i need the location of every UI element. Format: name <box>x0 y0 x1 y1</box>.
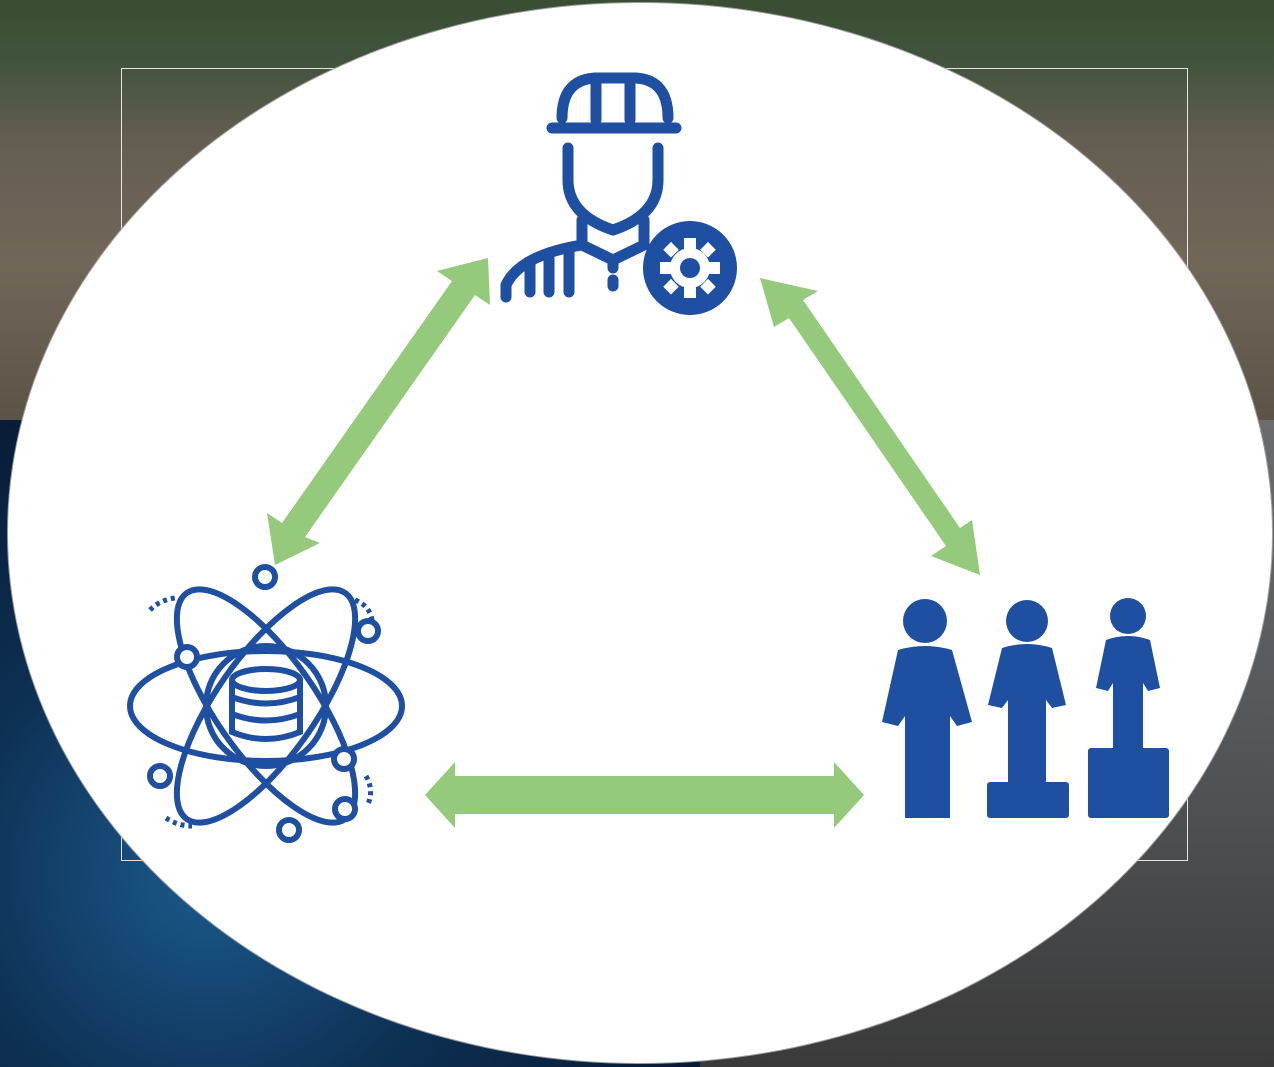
arrow-data-community <box>425 762 864 828</box>
gear-badge-icon <box>643 221 737 315</box>
engineer-with-gear-icon <box>500 72 682 303</box>
arrow-engineer-data <box>267 258 490 565</box>
arrows <box>267 258 980 828</box>
atom-database-icon <box>127 586 405 829</box>
people-on-podiums-icon <box>882 598 1169 818</box>
atom-electrons <box>147 564 381 843</box>
diagram-circle <box>8 3 1272 1063</box>
arrow-engineer-community <box>760 278 980 575</box>
